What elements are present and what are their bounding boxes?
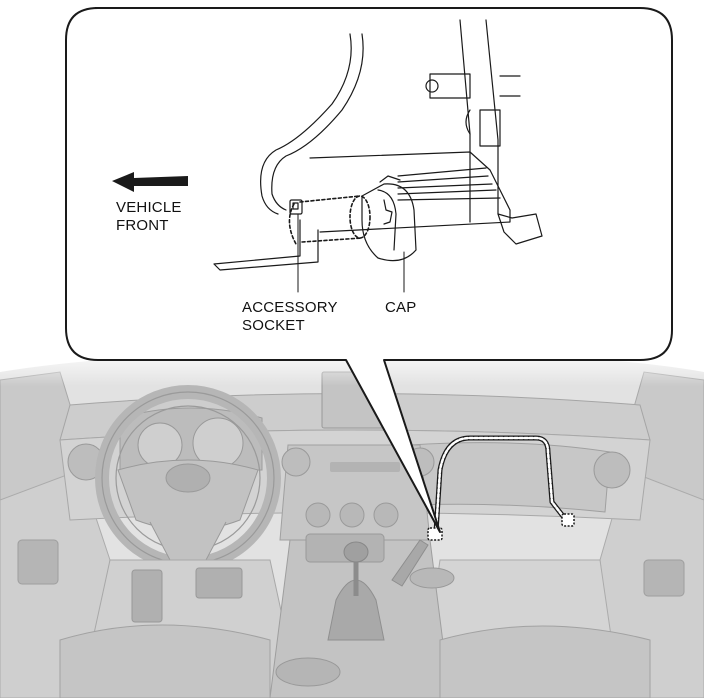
cup-holder-front (275, 657, 341, 687)
cap-label-text: CAP (385, 299, 417, 316)
detail-bracket (429, 73, 471, 99)
left-window-switches (17, 539, 59, 585)
climate-knob-2 (339, 502, 365, 528)
steering-wheel (95, 385, 281, 571)
vent-center-left (281, 447, 311, 477)
climate-knob-1 (305, 502, 331, 528)
vehicle-front-label-line2: FRONT (116, 217, 169, 234)
vehicle-front-arrow-icon (112, 172, 188, 192)
parking-brake (391, 539, 429, 587)
accessory-socket-label-line2: SOCKET (242, 317, 305, 334)
detail-bracket-bar (213, 219, 319, 271)
detail-cap (361, 175, 417, 262)
vehicle-front-label: VEHICLE FRONT (116, 199, 182, 235)
detail-drawing (213, 19, 543, 293)
cup-holder-right (409, 567, 455, 589)
climate-knob-3 (373, 502, 399, 528)
accelerator-pedal (131, 569, 163, 623)
accessory-socket-label-line1: ACCESSORY (242, 299, 338, 316)
shift-boot (327, 579, 385, 641)
driver-seat (59, 624, 271, 698)
callout-balloon (65, 7, 673, 533)
detail-harness-curve (260, 33, 352, 215)
harness-connector-right (561, 513, 575, 527)
shift-knob (343, 541, 369, 563)
vehicle-front-label-line1: VEHICLE (116, 199, 182, 216)
vent-right-outer (593, 451, 631, 489)
wiring-harness-route (433, 435, 569, 535)
detail-dash-panel (309, 151, 511, 233)
brake-pedal (195, 567, 243, 599)
car-interior (0, 346, 704, 698)
cap-label: CAP (385, 299, 416, 317)
accessory-socket-label: ACCESSORY SOCKET (242, 299, 338, 335)
hazard-strip (330, 462, 400, 472)
right-door-handle (643, 559, 685, 597)
passenger-seat (439, 625, 651, 698)
